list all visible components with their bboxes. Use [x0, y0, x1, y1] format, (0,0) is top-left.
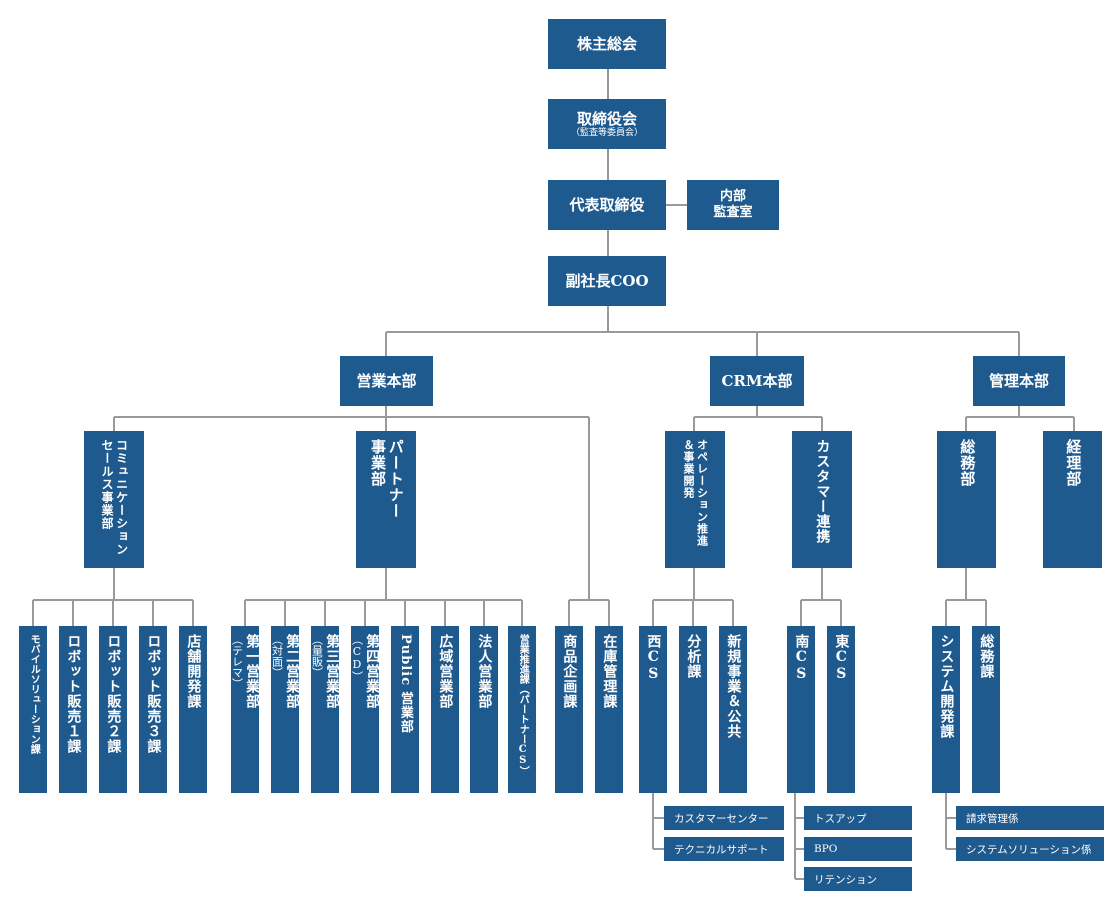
section-wide-area-label: 広域営業部 — [437, 634, 454, 709]
partner-dept-label-1: パートナー — [386, 439, 405, 519]
sales-division-label: 営業本部 — [356, 372, 417, 390]
board-label: 取締役会 — [576, 109, 637, 128]
section-robot3-label: ロボット販売３課 — [145, 634, 162, 754]
section-general-affairs-box: 総務課 — [972, 626, 1000, 793]
leaf-toss-up-label: トスアップ — [814, 812, 867, 825]
leaf-system-solution: システムソリューション係 — [956, 837, 1104, 861]
shareholders-meeting-box: 株主総会 — [548, 19, 666, 69]
section-robot2-box: ロボット販売２課 — [99, 626, 127, 793]
section-inventory-box: 在庫管理課 — [595, 626, 623, 793]
leaf-toss-up: トスアップ — [804, 806, 912, 830]
partner-dept-box: パートナー 事業部 — [356, 431, 416, 568]
customer-link-dept-label: カスタマー連携 — [814, 439, 831, 544]
section-public-box: Public 営業部 — [391, 626, 419, 793]
internal-audit-label-2: 監査室 — [713, 205, 753, 220]
section-sales4-label: 第四営業部 — [364, 634, 381, 709]
section-robot3-box: ロボット販売３課 — [139, 626, 167, 793]
leaf-bpo: BPO — [804, 837, 912, 861]
leaf-system-solution-label: システムソリューション係 — [966, 843, 1092, 856]
leaf-customer-center: カスタマーセンター — [664, 806, 784, 830]
internal-audit-label-1: 内部 — [719, 189, 746, 205]
board-box: 取締役会 （監査等委員会） — [548, 99, 666, 149]
section-sales4-sub: （CD） — [350, 634, 364, 682]
section-sales3-sub: （量販） — [310, 634, 324, 678]
section-east-cs-label: 東CS — [833, 634, 850, 683]
general-affairs-dept-box: 総務部 — [937, 431, 996, 568]
section-new-business-label: 新規事業＆公共 — [725, 634, 742, 739]
leaf-bpo-label: BPO — [814, 843, 838, 855]
general-affairs-dept-label: 総務部 — [958, 439, 977, 487]
section-system-dev-box: システム開発課 — [932, 626, 960, 793]
section-south-cs-label: 南CS — [793, 634, 810, 683]
coo-label: 副社長COO — [565, 272, 649, 290]
section-sales2-sub: （対面） — [270, 634, 284, 678]
leaf-retention: リテンション — [804, 867, 912, 891]
operations-dept-label-1: オペレーション推進 — [695, 439, 709, 547]
section-sales2-box: 第二営業部 （対面） — [270, 626, 301, 793]
ceo-box: 代表取締役 — [548, 180, 666, 230]
accounting-dept-label: 経理部 — [1064, 439, 1083, 487]
section-sales3-box: 第三営業部 （量販） — [310, 626, 341, 793]
section-new-business-box: 新規事業＆公共 — [719, 626, 747, 793]
leaf-billing: 請求管理係 — [956, 806, 1104, 830]
internal-audit-box: 内部 監査室 — [687, 180, 779, 230]
section-south-cs-box: 南CS — [787, 626, 815, 793]
section-system-dev-label: システム開発課 — [938, 634, 955, 739]
section-analysis-box: 分析課 — [679, 626, 707, 793]
coo-box: 副社長COO — [548, 256, 666, 306]
leaf-billing-label: 請求管理係 — [966, 812, 1019, 825]
board-sub-label: （監査等委員会） — [570, 127, 643, 138]
accounting-dept-box: 経理部 — [1043, 431, 1102, 568]
section-store-box: 店舗開発課 — [179, 626, 207, 793]
section-analysis-label: 分析課 — [685, 634, 702, 679]
admin-division-box: 管理本部 — [973, 356, 1065, 406]
section-sales4-box: 第四営業部 （CD） — [350, 626, 381, 793]
leaf-retention-label: リテンション — [814, 873, 877, 886]
section-robot1-label: ロボット販売１課 — [65, 634, 82, 754]
section-west-cs-box: 西CS — [639, 626, 667, 793]
sales-division-box: 営業本部 — [340, 356, 433, 406]
section-promotion-box: 営業推進課（パートナーCS） — [508, 626, 536, 793]
section-robot2-label: ロボット販売２課 — [105, 634, 122, 754]
section-sales1-box: 第一営業部 （テレマ） — [230, 626, 261, 793]
operations-dept-box: オペレーション推進 ＆事業開発 — [665, 431, 725, 568]
leaf-tech-support-label: テクニカルサポート — [674, 843, 769, 856]
partner-dept-label-2: 事業部 — [369, 439, 387, 487]
section-east-cs-box: 東CS — [827, 626, 855, 793]
section-corporate-label: 法人営業部 — [476, 634, 493, 709]
section-promotion-label: 営業推進課（パートナーCS） — [517, 634, 529, 776]
section-corporate-box: 法人営業部 — [470, 626, 498, 793]
section-general-affairs-label: 総務課 — [978, 634, 995, 679]
crm-division-box: CRM本部 — [710, 356, 804, 406]
ceo-label: 代表取締役 — [569, 196, 645, 214]
section-store-label: 店舗開発課 — [185, 634, 202, 709]
section-robot1-box: ロボット販売１課 — [59, 626, 87, 793]
communication-sales-dept-label-2: セールス事業部 — [100, 439, 114, 530]
section-mobile-box: モバイルソリューション課 — [19, 626, 47, 793]
crm-division-label: CRM本部 — [721, 372, 793, 390]
section-west-cs-label: 西CS — [645, 634, 662, 683]
section-product-planning-label: 商品企画課 — [561, 634, 578, 709]
customer-link-dept-box: カスタマー連携 — [792, 431, 852, 568]
section-mobile-label: モバイルソリューション課 — [28, 634, 40, 754]
admin-division-label: 管理本部 — [988, 372, 1049, 390]
leaf-customer-center-label: カスタマーセンター — [674, 812, 769, 825]
section-sales2-label: 第二営業部 — [284, 634, 301, 709]
communication-sales-dept-label-1: コミュニケーション — [114, 439, 129, 556]
section-wide-area-box: 広域営業部 — [431, 626, 459, 793]
section-product-planning-box: 商品企画課 — [555, 626, 583, 793]
section-sales1-label: 第一営業部 — [244, 634, 261, 709]
shareholders-meeting-label: 株主総会 — [576, 35, 637, 53]
leaf-tech-support: テクニカルサポート — [664, 837, 784, 861]
operations-dept-label-2: ＆事業開発 — [682, 439, 695, 499]
section-inventory-label: 在庫管理課 — [601, 634, 618, 709]
section-sales3-label: 第三営業部 — [324, 634, 341, 709]
communication-sales-dept-box: コミュニケーション セールス事業部 — [84, 431, 144, 568]
section-public-label: Public 営業部 — [397, 634, 413, 734]
section-sales1-sub: （テレマ） — [230, 634, 244, 689]
